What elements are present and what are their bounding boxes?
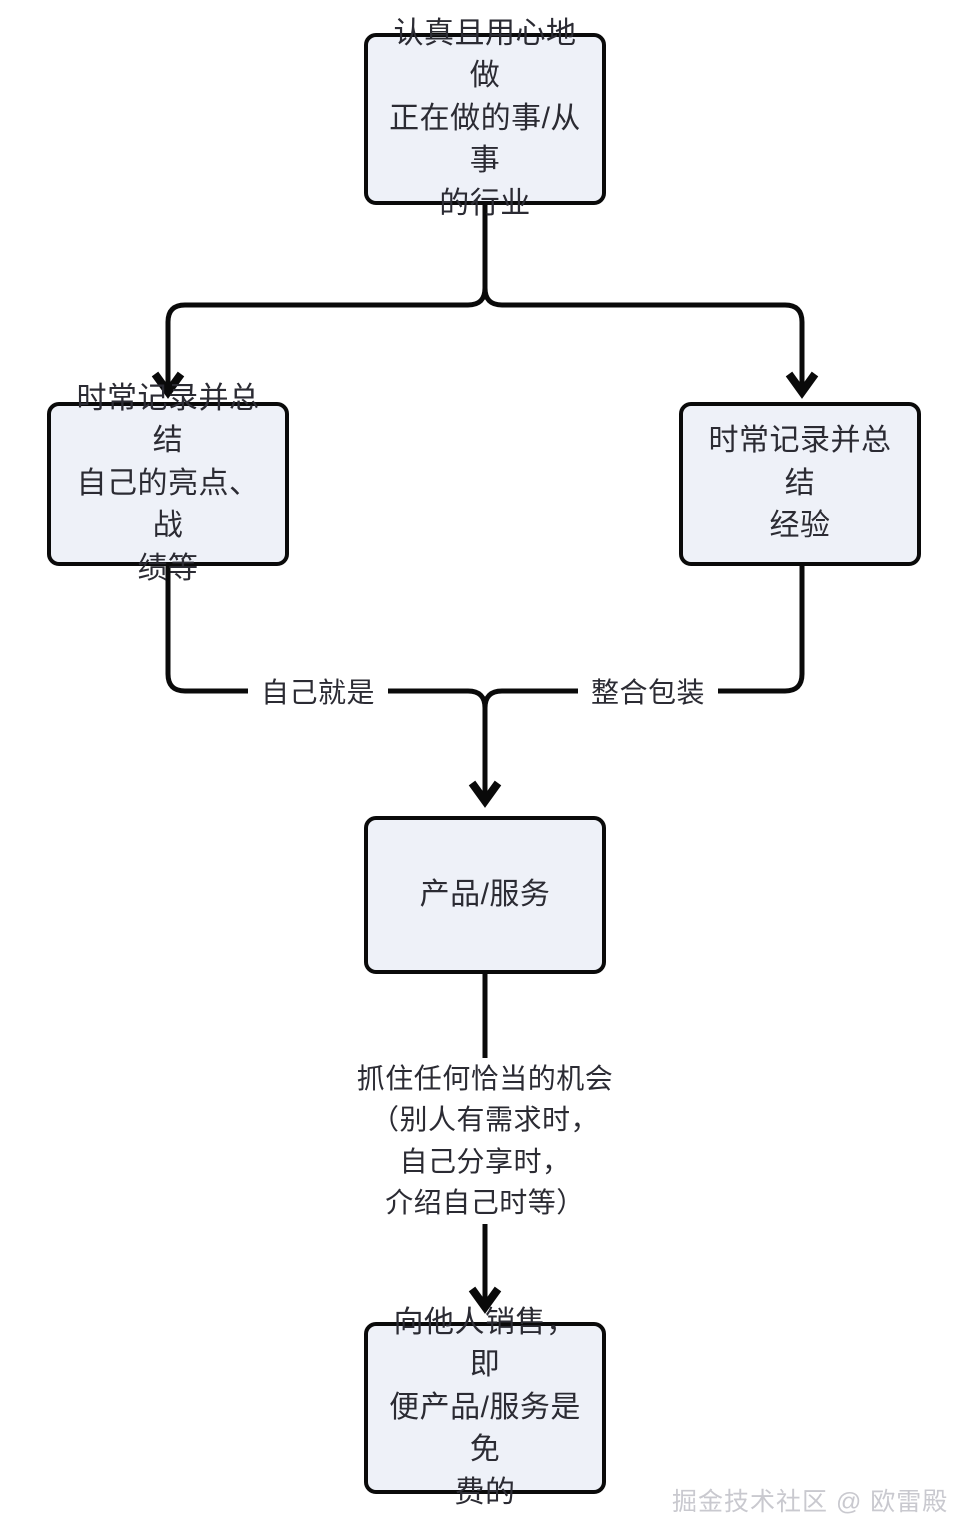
watermark: 掘金技术社区 @ 欧雷殿 bbox=[672, 1488, 949, 1516]
edge-top-to-left bbox=[165, 205, 488, 388]
node-record-highlights[interactable]: 时常记录并总结 自己的亮点、战 绩等 bbox=[47, 382, 289, 585]
node-sell-to-others[interactable]: 向他人销售，即 便产品/服务是免 费的 bbox=[364, 1306, 606, 1509]
node-product-service[interactable]: 产品/服务 bbox=[364, 816, 606, 974]
node-do-work-seriously[interactable]: 认真且用心地做 正在做的事/从事 的行业 bbox=[364, 17, 606, 220]
node-record-experience[interactable]: 时常记录并总结 经验 bbox=[679, 402, 921, 566]
edge-top-to-right bbox=[482, 205, 805, 388]
arrowhead-to-left-node bbox=[151, 371, 185, 399]
arrowhead-to-right-node bbox=[785, 371, 819, 399]
edge-label-self-is: 自己就是 bbox=[248, 672, 388, 714]
arrowhead-to-sell bbox=[468, 1286, 502, 1314]
edge-label-integrate-package: 整合包装 bbox=[578, 672, 718, 714]
edge-label-seize-opportunity: 抓住任何恰当的机会 （别人有需求时， 自己分享时， 介绍自己时等） bbox=[330, 1058, 640, 1224]
arrowhead-to-product bbox=[468, 780, 502, 808]
